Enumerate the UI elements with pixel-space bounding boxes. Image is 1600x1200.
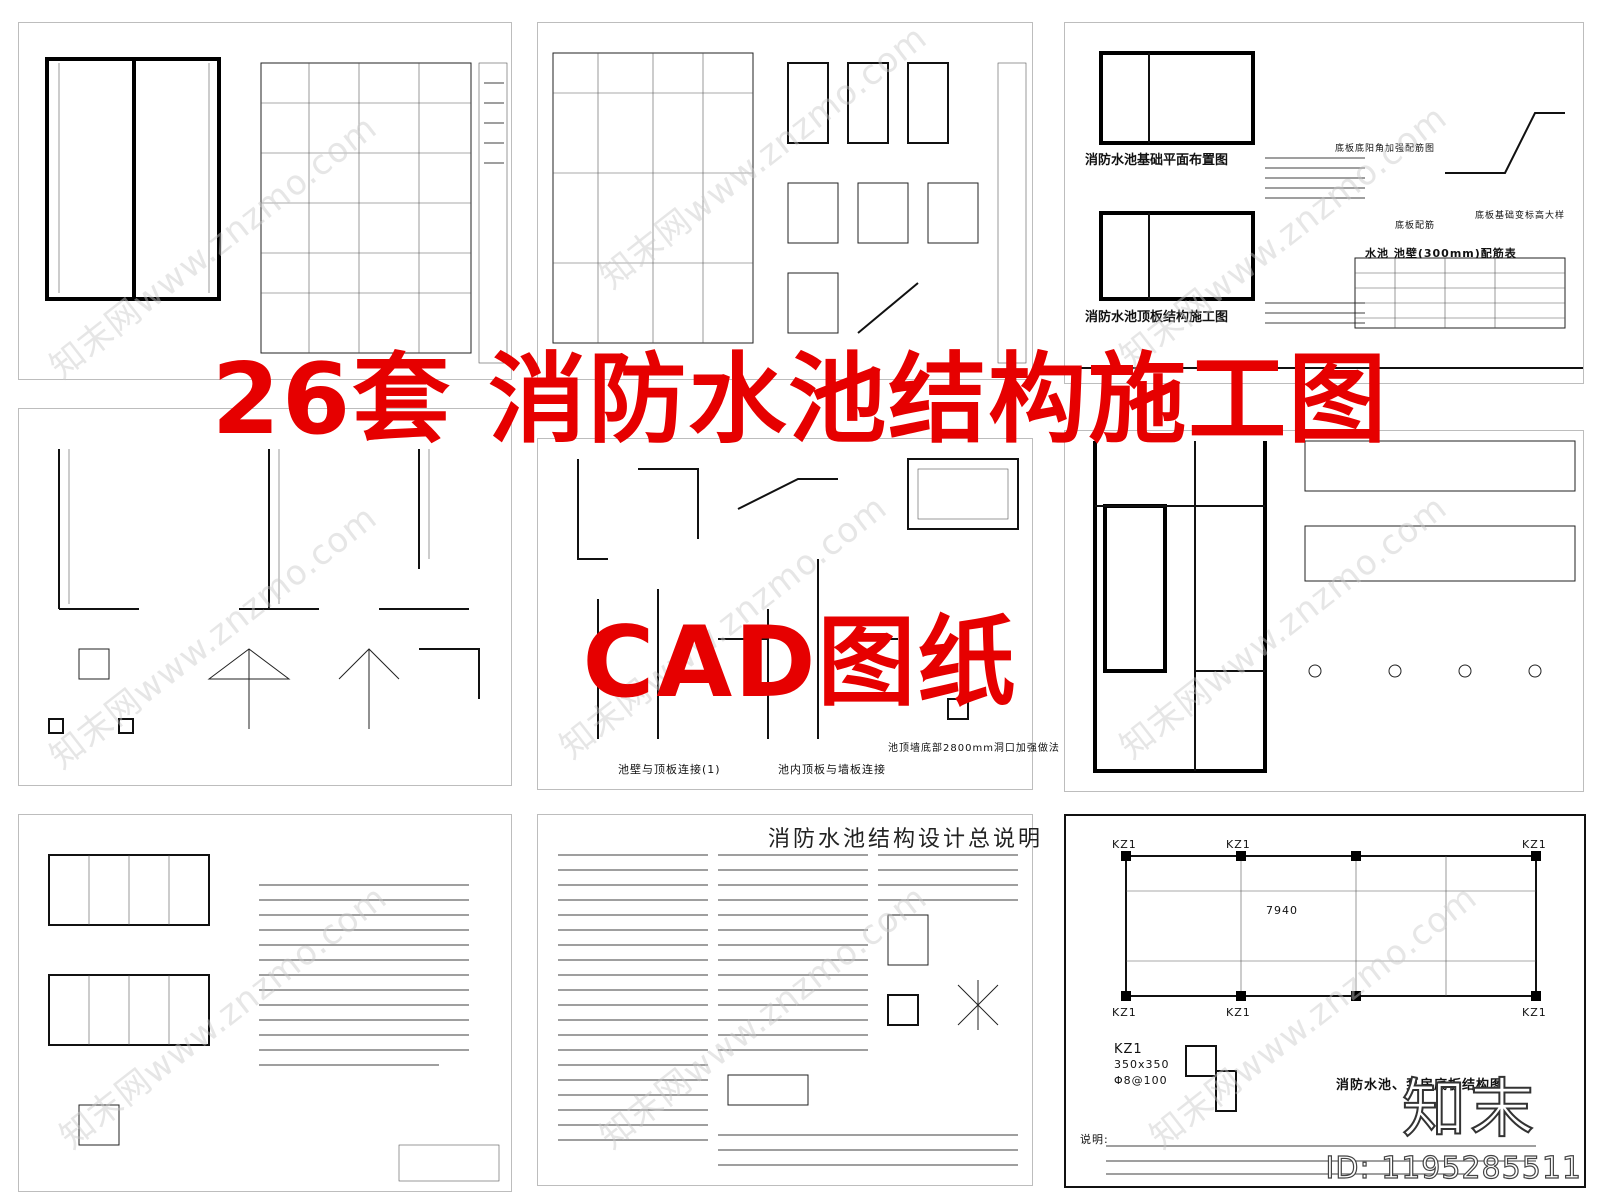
label-b: 池内顶板与墙板连接: [778, 763, 886, 776]
kz-rebar: Φ8@100: [1114, 1074, 1168, 1087]
notes-label: 说明:: [1080, 1133, 1109, 1146]
kz-label-1: KZ1: [1112, 838, 1137, 851]
roof-title: 消防水池顶板结构施工图: [1085, 310, 1229, 325]
headline-title: 26套 消防水池结构施工图: [211, 343, 1389, 457]
kz-label-3: KZ1: [1522, 838, 1547, 851]
image-id: ID: 1195285511: [1325, 1150, 1582, 1186]
detail-b-label: 底板配筋: [1395, 221, 1436, 231]
table-title: 水池 池壁(300mm)配筋表: [1365, 247, 1517, 260]
drawing-sheet-6: [1064, 430, 1584, 792]
detail-c-label: 底板基础变标高大样: [1475, 211, 1566, 221]
logo-mark: 知末: [1401, 1072, 1538, 1148]
drawing-sheet-8: 消防水池结构设计总说明: [537, 814, 1040, 1186]
kz-label-2: KZ1: [1226, 838, 1251, 851]
headline-subtitle: CAD图纸: [582, 606, 1018, 720]
kz-label-6: KZ1: [1522, 1006, 1547, 1019]
label-c: 池顶墙底部2800mm洞口加强做法: [888, 743, 1060, 754]
drawing-sheet-4: [18, 408, 512, 786]
dim-label: 7940: [1266, 904, 1298, 917]
drawing-sheet-3: 消防水池基础平面布置图 消防水池顶板结构施工图 水池 池壁(300mm)配筋表 …: [1064, 22, 1584, 384]
kz-detail-label: KZ1: [1114, 1042, 1143, 1057]
design-notes-title: 消防水池结构设计总说明: [768, 827, 1044, 852]
drawing-sheet-7: [18, 814, 512, 1192]
kz-label-4: KZ1: [1112, 1006, 1137, 1019]
drawing-sheet-2: [537, 22, 1033, 380]
plan-title: 消防水池基础平面布置图: [1085, 153, 1229, 168]
label-a: 池壁与顶板连接(1): [618, 763, 721, 776]
plan-title-bottom: 消防水池、泵房底板结构图: [1336, 1078, 1505, 1093]
detail-a-label: 底板底阳角加强配筋图: [1335, 144, 1436, 154]
kz-label-5: KZ1: [1226, 1006, 1251, 1019]
drawing-sheet-9: KZ1 KZ1 KZ1 KZ1 KZ1 KZ1 KZ1 350x350 Φ8@1…: [1064, 814, 1586, 1188]
kz-size: 350x350: [1114, 1058, 1170, 1071]
drawing-sheet-5: 池壁与顶板连接(1) 池内顶板与墙板连接 池顶墙底部2800mm洞口加强做法: [537, 438, 1059, 790]
drawing-sheet-1: [18, 22, 512, 380]
